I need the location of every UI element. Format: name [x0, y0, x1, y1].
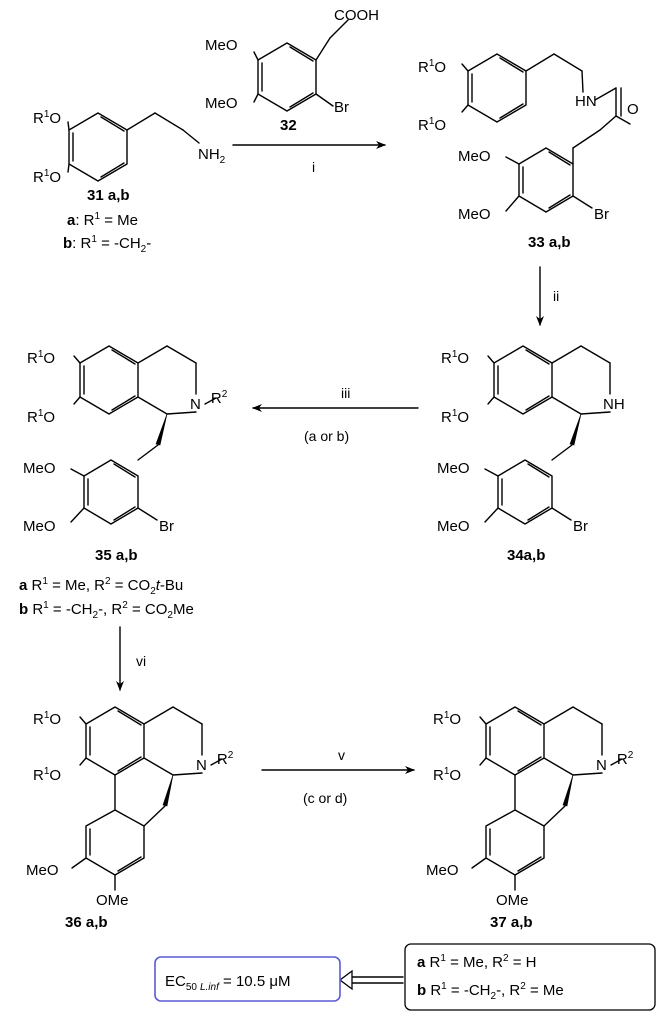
hn-label: HN [575, 93, 597, 110]
compound-label-32: 32 [280, 117, 297, 134]
step-iii-label: iii [341, 385, 350, 401]
r1o-label: R1O [33, 710, 61, 728]
step-vi-label: vi [136, 653, 146, 669]
compound-label-35: 35 a,b [95, 547, 138, 564]
r1o-label: R1O [433, 766, 461, 784]
compound-label-31: 31 a,b [87, 187, 130, 204]
meo-label: MeO [23, 460, 56, 477]
compound-label-36: 36 a,b [65, 914, 108, 931]
r1o-label: R1O [33, 109, 61, 127]
step-i-label: i [312, 159, 315, 175]
compound-31-structure [67, 112, 200, 182]
meo-label: MeO [26, 862, 59, 879]
o-label: O [627, 101, 639, 118]
compound-label-34: 34a,b [507, 547, 545, 564]
ome-label: OMe [496, 892, 529, 909]
note-31b: b: R1 = -CH2- [63, 234, 151, 255]
r1o-label: R1O [418, 58, 446, 76]
hollow-arrow-icon [338, 969, 404, 991]
compound-36-structure [71, 706, 223, 891]
r1o-label: R1O [33, 766, 61, 784]
br-label: Br [573, 518, 588, 535]
meo-label: MeO [205, 37, 238, 54]
note-37b: b R1 = -CH2-, R2 = Me [417, 981, 564, 1002]
r1o-label: R1O [27, 349, 55, 367]
compound-32-structure [253, 19, 349, 112]
step-v-conditions: (c or d) [303, 790, 347, 806]
compound-35-structure [70, 345, 217, 525]
compound-37-definition-box [404, 943, 656, 1011]
br-label: Br [334, 99, 349, 116]
step-ii-label: ii [553, 288, 559, 304]
br-label: Br [594, 206, 609, 223]
meo-label: MeO [437, 518, 470, 535]
note-37a: a R1 = Me, R2 = H [417, 953, 537, 971]
meo-label: MeO [426, 862, 459, 879]
r1o-label: R1O [441, 408, 469, 426]
step-v-label: v [338, 747, 345, 763]
meo-label: MeO [458, 206, 491, 223]
meo-label: MeO [458, 148, 491, 165]
meo-label: MeO [437, 460, 470, 477]
compound-33-structure [461, 53, 631, 213]
compound-label-37: 37 a,b [490, 914, 533, 931]
ome-label: OMe [96, 892, 129, 909]
cooh-label: COOH [334, 7, 379, 24]
r1o-label: R1O [27, 408, 55, 426]
meo-label: MeO [23, 518, 56, 535]
note-35b: b R1 = -CH2-, R2 = CO2Me [19, 600, 194, 621]
r1o-label: R1O [33, 168, 61, 186]
step-iii-conditions: (a or b) [304, 428, 349, 444]
br-label: Br [159, 518, 174, 535]
ec50-result-box [154, 956, 341, 1002]
nh-label: NH [603, 396, 625, 413]
nh2-label: NH2 [198, 146, 226, 166]
compound-34-structure [484, 345, 611, 525]
meo-label: MeO [205, 95, 238, 112]
r1o-label: R1O [441, 349, 469, 367]
r1o-label: R1O [433, 710, 461, 728]
note-31a: a: R1 = Me [67, 211, 138, 229]
compound-37-structure [471, 706, 623, 891]
compound-label-33: 33 a,b [528, 234, 571, 251]
r1o-label: R1O [418, 116, 446, 134]
note-35a: a R1 = Me, R2 = CO2t-Bu [19, 576, 183, 597]
